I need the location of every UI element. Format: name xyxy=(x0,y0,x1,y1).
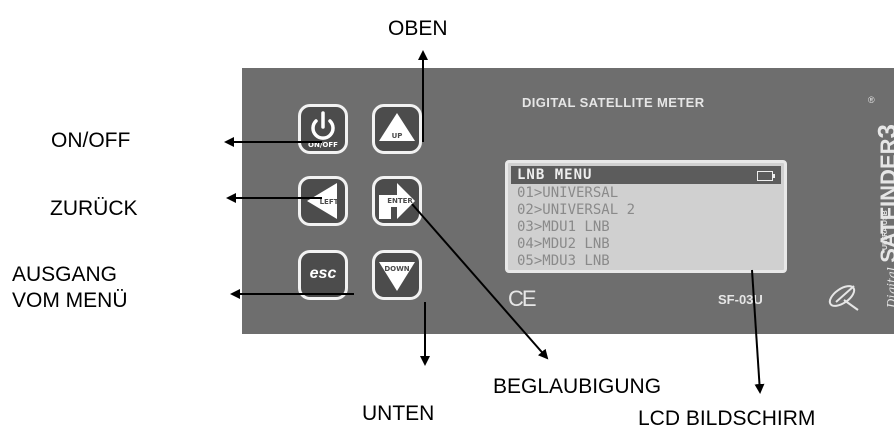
label-on-off: ON/OFF xyxy=(51,129,131,152)
label-ausgang: AUSGANG xyxy=(12,263,118,286)
lcd-menu-item: 05>MDU3 LNB xyxy=(517,253,610,269)
lcd-header: LNB MENU xyxy=(511,166,781,184)
label-vom-menue: VOM MENÜ xyxy=(12,289,128,312)
up-button[interactable]: UP xyxy=(372,104,422,154)
on-off-button[interactable]: ON/OFF xyxy=(298,104,348,154)
brand-logo: ® Digital SATFINDER3 ULTRA USB xyxy=(820,90,894,330)
enter-button[interactable]: ENTER xyxy=(372,176,422,226)
triangle-down-icon xyxy=(379,262,415,291)
down-button[interactable]: DOWN xyxy=(372,250,422,300)
lcd-screen: LNB MENU 01>UNIVERSAL 02>UNIVERSAL 2 03>… xyxy=(505,160,787,273)
satellite-dish-icon xyxy=(828,285,859,311)
arrow-beglaubigung xyxy=(411,203,549,360)
triangle-left-icon xyxy=(307,183,337,219)
triangle-up-icon xyxy=(379,113,415,141)
lcd-menu-title: LNB MENU xyxy=(517,167,593,183)
down-caption: DOWN xyxy=(384,265,410,273)
label-unten: UNTEN xyxy=(362,402,435,425)
on-off-caption: ON/OFF xyxy=(308,141,338,149)
up-caption: UP xyxy=(391,132,403,140)
enter-arrow-icon xyxy=(379,183,415,219)
enter-caption: ENTER xyxy=(387,197,413,205)
label-oben: OBEN xyxy=(388,17,448,40)
power-icon xyxy=(311,111,335,140)
ce-mark: CE xyxy=(508,286,537,311)
esc-button[interactable]: esc xyxy=(298,250,348,300)
label-lcd-bildschirm: LCD BILDSCHIRM xyxy=(638,407,816,430)
battery-icon xyxy=(757,171,775,181)
left-button[interactable]: LEFT xyxy=(298,176,348,226)
arrow-lcd xyxy=(751,269,765,394)
lcd-menu-item: 04>MDU2 LNB xyxy=(517,236,610,252)
esc-caption: esc xyxy=(309,265,337,282)
label-beglaubigung: BEGLAUBIGUNG xyxy=(493,375,662,398)
lcd-menu-item: 02>UNIVERSAL 2 xyxy=(517,202,636,218)
lcd-menu-item: 01>UNIVERSAL xyxy=(517,185,619,201)
model-number: SF-03U xyxy=(718,292,763,307)
lcd-menu-item: 03>MDU1 LNB xyxy=(517,219,610,235)
left-caption: LEFT xyxy=(319,198,339,206)
label-zurueck: ZURÜCK xyxy=(50,197,138,220)
registered-mark: ® xyxy=(868,95,875,105)
lcd-menu-list: 01>UNIVERSAL 02>UNIVERSAL 2 03>MDU1 LNB … xyxy=(517,185,635,270)
device-title: DIGITAL SATELLITE METER xyxy=(522,95,705,110)
